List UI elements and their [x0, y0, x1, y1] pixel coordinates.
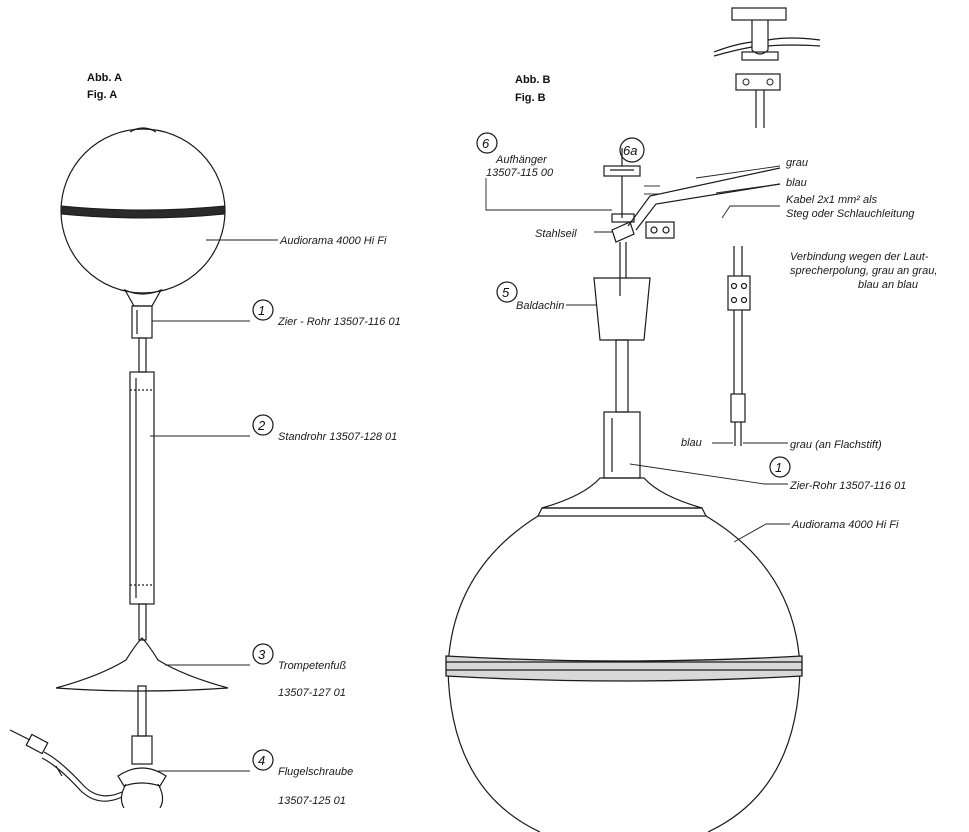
fig-b-zier-rohr	[603, 411, 641, 479]
fig-b-note-line-1: Verbindung wegen der Laut-	[790, 251, 929, 263]
fig-a-callout-3-number: 3	[258, 647, 266, 662]
fig-a-trompetenfuss	[55, 637, 229, 692]
fig-b-cable-spec-2: Steg oder Schlauchleitung	[786, 208, 915, 220]
fig-a-flugelschraube	[117, 735, 167, 809]
fig-b-terminal-block: Stahlseil	[535, 221, 675, 278]
fig-b-ceiling-detail	[713, 7, 821, 128]
fig-b-plug-grau-label: grau (an Flachstift)	[790, 439, 882, 451]
fig-a-zier-rohr	[131, 305, 153, 339]
fig-a: Abb. A Fig. A	[9, 72, 401, 809]
fig-b-rod	[615, 339, 629, 413]
fig-b-wire-grau-label: grau	[786, 157, 808, 169]
fig-b-collar	[541, 477, 703, 509]
fig-a-callout-4-label: Flugelschraube	[278, 766, 353, 778]
fig-a-speaker-sphere	[60, 127, 226, 307]
fig-b-callout-6-number: 6	[482, 136, 490, 151]
fig-b-note-line-3: blau an blau	[858, 279, 918, 291]
fig-b-part1-label: Zier-Rohr 13507-116 01	[789, 480, 906, 492]
fig-b-callout-6a-number: 6a	[623, 143, 637, 158]
fig-b: Abb. B Fig. B 6 Aufhänger 13507-115 00	[445, 7, 937, 832]
fig-b-steel-cable-label: Stahlseil	[535, 228, 577, 240]
fig-b-plug-blau-label: blau	[681, 437, 702, 449]
fig-a-standrohr	[129, 371, 155, 605]
fig-a-speaker-label: Audiorama 4000 Hi Fi	[279, 235, 387, 247]
fig-b-part6-label: Aufhänger	[495, 154, 548, 166]
fig-a-callout-3-label: Trompetenfuß	[278, 660, 347, 672]
fig-a-callout-4-partno: 13507-125 01	[278, 795, 346, 807]
fig-b-part6-partno: 13507-115 00	[486, 167, 554, 179]
fig-a-callout-1-number: 1	[258, 303, 265, 318]
fig-b-heading-en: Fig. B	[515, 92, 546, 104]
fig-a-callout-4-number: 4	[258, 753, 265, 768]
fig-a-heading-en: Fig. A	[87, 89, 117, 101]
fig-b-plug-assembly: blau grau (an Flachstift)	[681, 246, 882, 451]
fig-a-callout-1-label: Zier - Rohr 13507-116 01	[277, 316, 401, 328]
fig-b-baldachin: 5 Baldachin	[496, 277, 651, 341]
fig-b-heading-de: Abb. B	[515, 74, 550, 86]
fig-a-callout-3-partno: 13507-127 01	[278, 687, 346, 699]
fig-b-sphere-label: Audiorama 4000 Hi Fi	[791, 519, 899, 531]
fig-b-cable-spec-1: Kabel 2x1 mm² als	[786, 194, 878, 206]
fig-b-aufhaenger: 6 Aufhänger 13507-115 00 6a	[476, 132, 660, 223]
fig-b-note-line-2: sprecherpolung, grau an grau,	[790, 265, 937, 277]
fig-a-plug-cable	[9, 729, 123, 802]
fig-a-callout-2-number: 2	[257, 418, 266, 433]
fig-b-callout-5-number: 5	[502, 285, 510, 300]
fig-b-part5-label: Baldachin	[516, 300, 564, 312]
fig-b-wire-blau-label: blau	[786, 177, 807, 189]
fig-b-wires: grau blau Kabel 2x1 mm² als Steg oder Sc…	[627, 157, 915, 231]
fig-a-heading-de: Abb. A	[87, 72, 122, 84]
fig-a-callout-2-label: Standrohr 13507-128 01	[278, 431, 397, 443]
fig-b-callout-1-number: 1	[775, 460, 782, 475]
fig-b-speaker-sphere	[445, 515, 803, 832]
